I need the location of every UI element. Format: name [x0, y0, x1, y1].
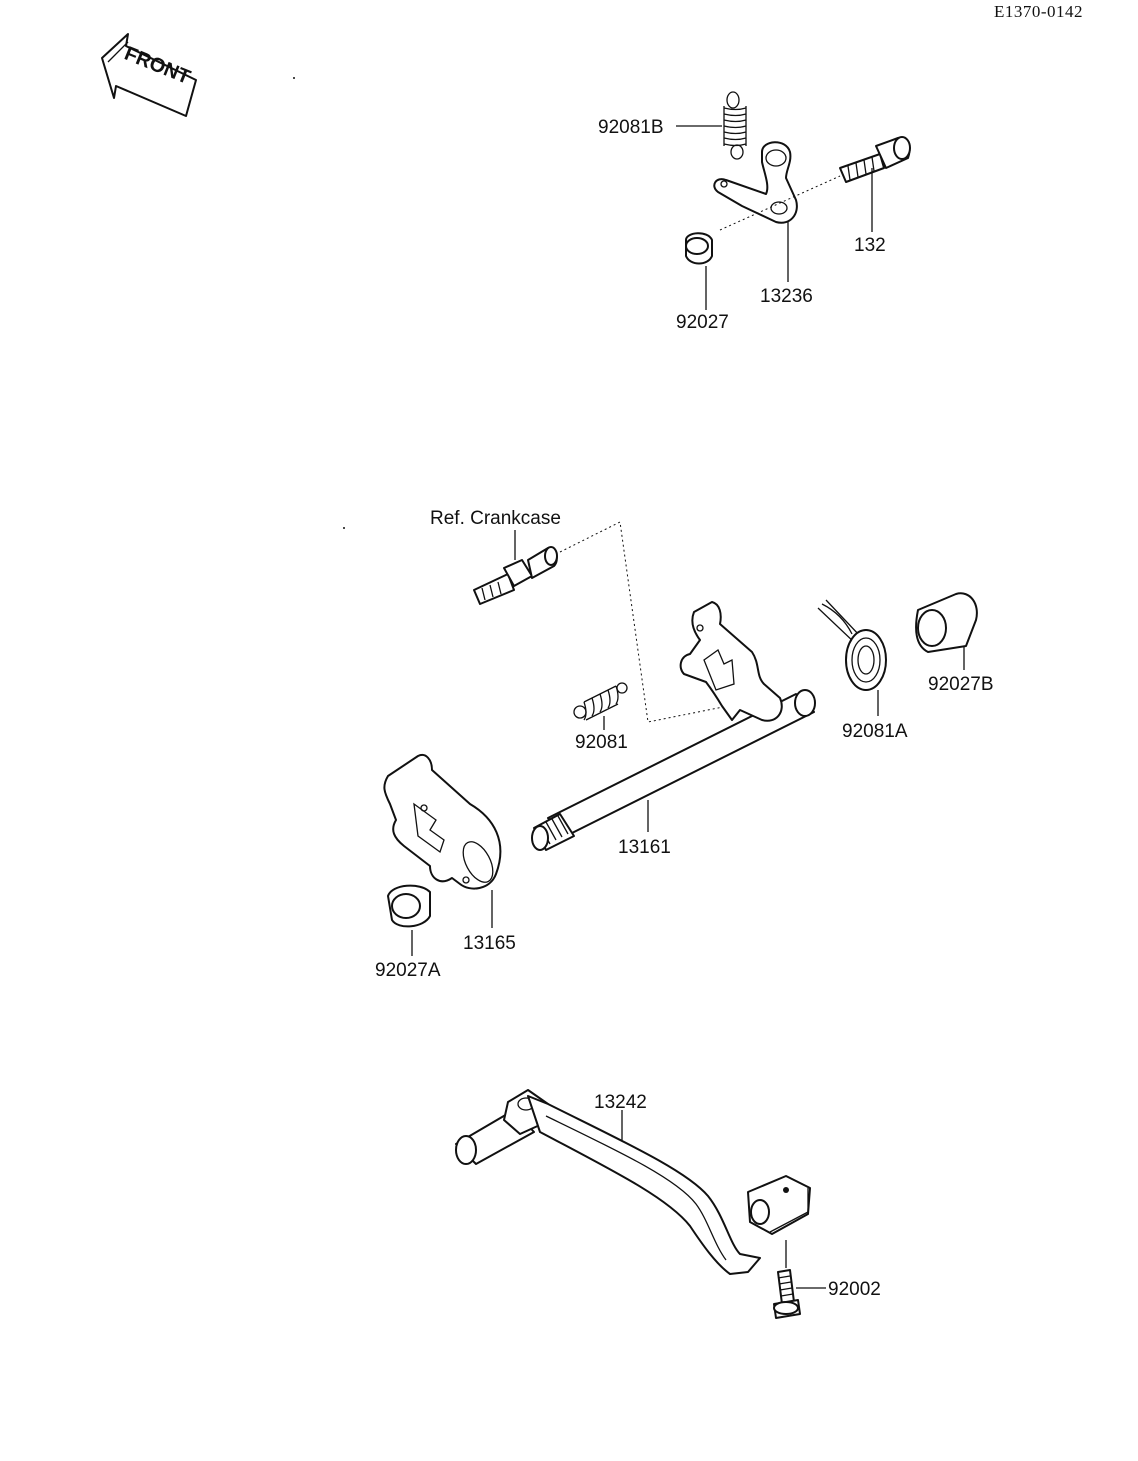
label-13165: 13165 [463, 933, 516, 954]
label-13242: 13242 [594, 1092, 647, 1113]
label-92027A: 92027A [375, 960, 441, 981]
bolt-132 [839, 136, 911, 183]
collar-92027A [387, 884, 431, 928]
diagram-code: E1370-0142 [994, 2, 1083, 21]
label-132: 132 [854, 235, 886, 256]
label-92027: 92027 [676, 312, 729, 333]
label-92027B: 92027B [928, 674, 994, 695]
label-92081: 92081 [575, 732, 628, 753]
shift-pedal-13242 [455, 1089, 811, 1275]
bolt-92002 [773, 1269, 801, 1319]
label-92081B: 92081B [598, 117, 664, 138]
label-92002: 92002 [828, 1279, 881, 1300]
ratchet-plate-13165 [383, 754, 502, 890]
collar-92027 [685, 232, 713, 265]
collar-92027B [915, 592, 978, 653]
crankcase-stud [473, 546, 558, 605]
shift-shaft-13161 [531, 601, 816, 851]
front-arrow-icon: FRONT [101, 33, 197, 117]
label-13236: 13236 [760, 286, 813, 307]
label-13161: 13161 [618, 837, 671, 858]
spring-92081B [723, 91, 747, 160]
label-92081A: 92081A [842, 721, 908, 742]
bracket-13236 [713, 141, 798, 224]
spring-92081 [573, 682, 628, 721]
label-ref-crankcase: Ref. Crankcase [430, 508, 561, 529]
return-spring-92081A [817, 599, 887, 691]
